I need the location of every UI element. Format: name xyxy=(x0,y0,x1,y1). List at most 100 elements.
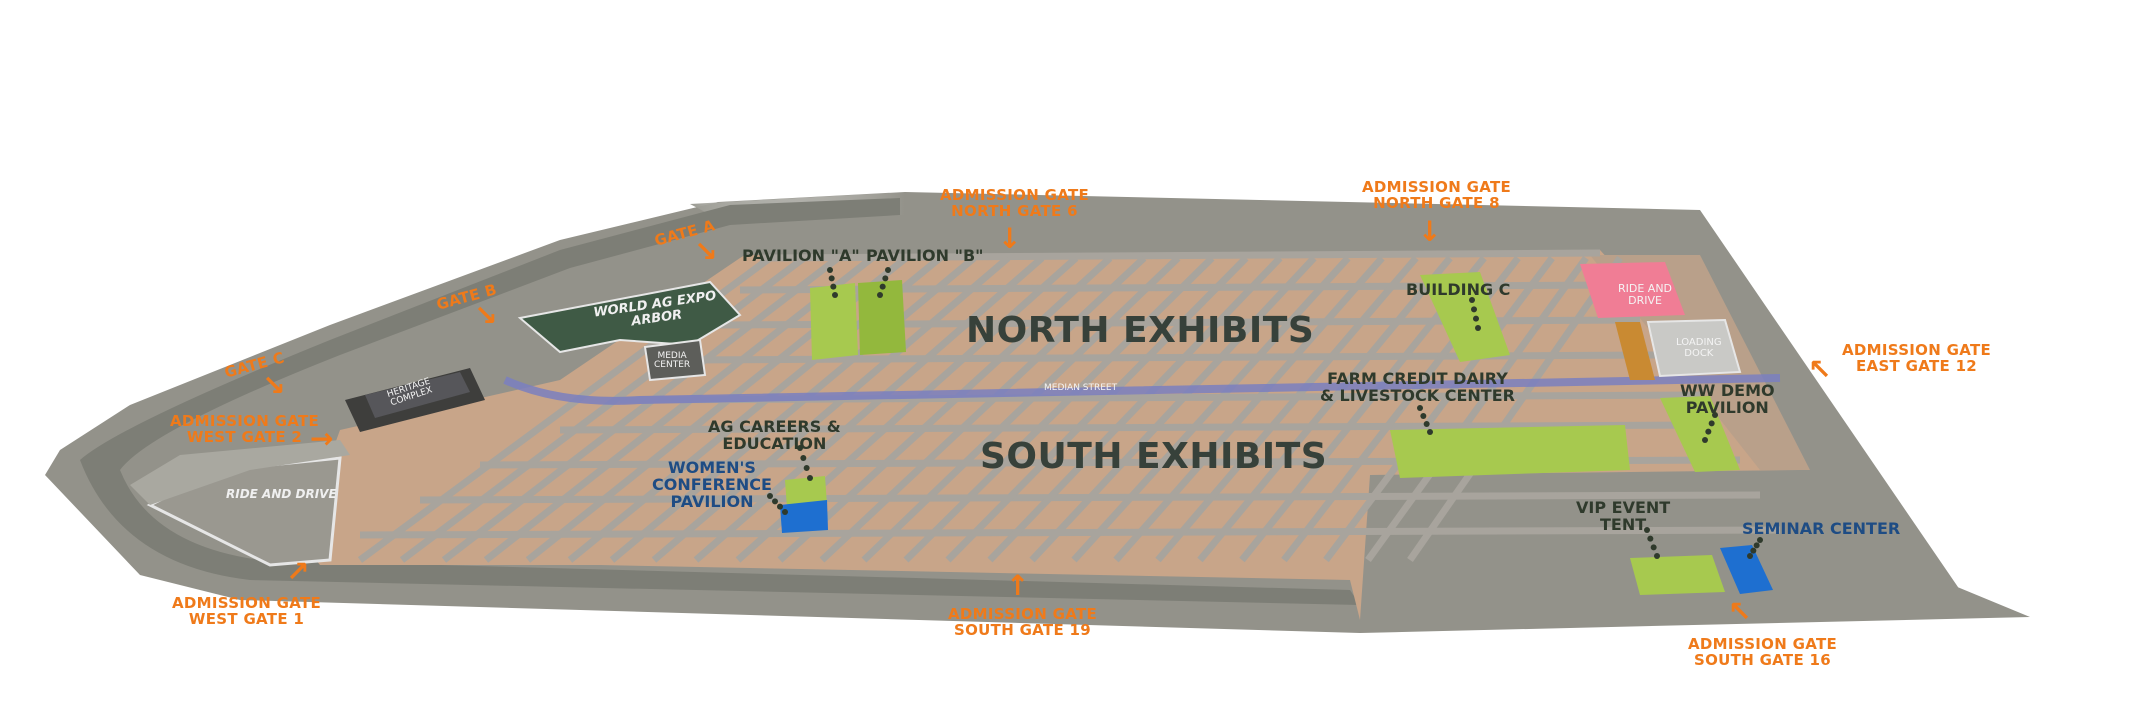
gate-south-16-arrow: ↖ xyxy=(1728,595,1752,628)
label-dot xyxy=(1705,428,1712,435)
label-dot xyxy=(777,503,783,510)
gate-c-arrow: ↘ xyxy=(262,369,286,402)
label-dot xyxy=(1650,544,1657,551)
gate-south-19-arrow: ↑ xyxy=(1006,569,1030,602)
north-exhibits-label: NORTH EXHIBITS xyxy=(966,310,1315,351)
pathway-line xyxy=(483,255,875,563)
gate-a-arrow: ↘ xyxy=(694,235,718,268)
seminar-center-label: SEMINAR CENTER xyxy=(1742,519,1901,538)
pathway-line xyxy=(399,255,807,563)
label-dot xyxy=(767,493,773,499)
gate-north-8-arrow: ↓ xyxy=(1418,215,1442,248)
seminar-center-block xyxy=(1720,545,1773,594)
gate-west-2-arrow: → xyxy=(310,422,334,455)
label-dot xyxy=(782,509,788,515)
heritage-complex-roof xyxy=(365,372,470,418)
west-lot-gray xyxy=(130,440,350,505)
label-dot xyxy=(879,283,886,290)
gate-east-12-arrow: ↖ xyxy=(1808,353,1832,386)
pathway-line xyxy=(945,255,1249,563)
label-dot xyxy=(772,498,778,505)
pathway-line xyxy=(861,255,1181,563)
south-exhibits-label: SOUTH EXHIBITS xyxy=(980,436,1328,477)
vip-tent-block xyxy=(1630,555,1725,595)
pathway-line xyxy=(651,255,1011,563)
label-dot xyxy=(1475,325,1481,331)
pathway-line xyxy=(1071,255,1351,563)
ag-careers-block xyxy=(785,476,827,508)
pathway-line xyxy=(903,255,1215,563)
label-dot xyxy=(1427,429,1433,435)
gate-north-6-arrow: ↓ xyxy=(998,222,1022,255)
pathway-line xyxy=(1029,255,1317,563)
pathway-line xyxy=(441,255,841,563)
east-strip xyxy=(1615,322,1655,380)
building-c-block xyxy=(1420,272,1510,362)
pathway-line xyxy=(819,255,1147,563)
label-dot xyxy=(1647,535,1654,542)
pathway-line xyxy=(359,526,1781,539)
perimeter-road xyxy=(80,198,1360,605)
pavilion-b-block xyxy=(858,280,906,355)
pathway-line xyxy=(609,255,977,563)
label-dot xyxy=(1644,527,1650,533)
pavilion-a-block xyxy=(810,283,858,360)
label-dot xyxy=(1708,420,1715,427)
ag-careers-label: AG CAREERS &EDUCATION xyxy=(708,417,841,453)
pathway-line xyxy=(1155,255,1419,563)
label-dot xyxy=(830,283,837,290)
label-dot xyxy=(1747,553,1753,559)
label-dot xyxy=(1420,413,1427,419)
gate-b-arrow: ↘ xyxy=(474,299,498,332)
label-dot xyxy=(1423,421,1430,427)
farm-credit-block xyxy=(1390,425,1630,478)
label-dot xyxy=(1417,405,1423,411)
label-dot xyxy=(832,292,838,298)
gate-west-1-arrow: ↗ xyxy=(286,555,310,588)
median-street xyxy=(503,374,1781,405)
farm-credit-label: FARM CREDIT DAIRY& LIVESTOCK CENTER xyxy=(1320,369,1515,405)
label-dot xyxy=(1471,306,1477,313)
pathway-line xyxy=(777,255,1113,563)
label-dot xyxy=(877,292,883,298)
pathway-line xyxy=(693,255,1045,563)
ww-demo-block xyxy=(1660,396,1740,472)
ride-drive-west-label: RIDE AND DRIVE xyxy=(226,487,337,501)
label-dot xyxy=(1654,553,1660,559)
pathway-line xyxy=(1197,255,1453,563)
pavilion-b-label: PAVILION "B" xyxy=(866,246,984,265)
building-c-label: BUILDING C xyxy=(1406,280,1511,299)
pathway-line xyxy=(559,421,1721,434)
pathway-line xyxy=(987,255,1283,563)
label-dot xyxy=(1469,297,1475,303)
label-dot xyxy=(1757,537,1763,543)
ride-and-drive-east xyxy=(1580,262,1685,318)
loading-dock-block xyxy=(1646,318,1742,378)
pavilion-a-label: PAVILION "A" xyxy=(742,246,860,265)
label-dot xyxy=(885,267,891,273)
pathway-line xyxy=(1407,256,1623,562)
label-dots xyxy=(767,267,1763,559)
label-dot xyxy=(797,445,803,451)
label-dot xyxy=(1473,315,1479,322)
median-street-label: MEDIAN STREET xyxy=(1044,383,1118,393)
label-dot xyxy=(1750,547,1757,554)
womens-pavilion-block xyxy=(780,500,828,533)
label-dot xyxy=(1753,542,1760,549)
label-dot xyxy=(828,275,835,282)
label-dot xyxy=(1712,412,1718,418)
label-dot xyxy=(1702,437,1708,443)
